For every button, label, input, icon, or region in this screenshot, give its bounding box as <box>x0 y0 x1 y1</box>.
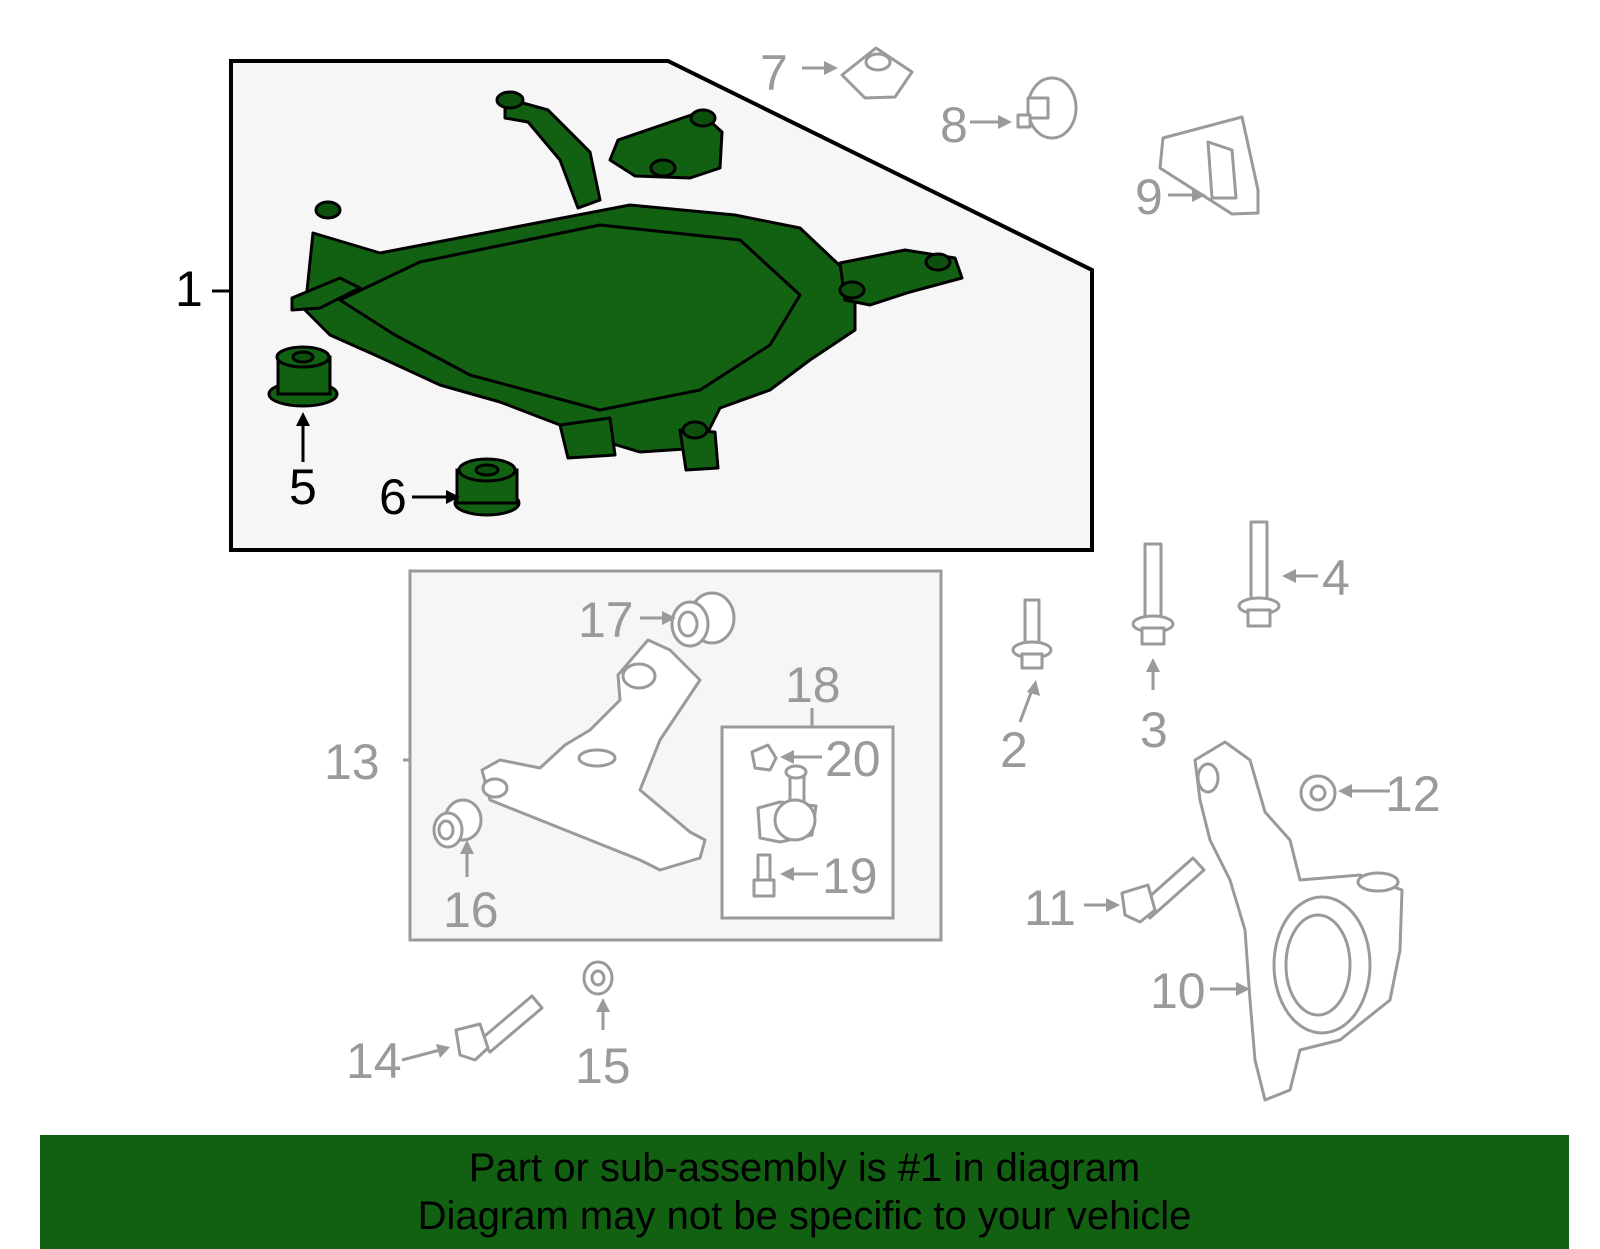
bolt-part-14[interactable] <box>454 994 544 1062</box>
nut-part-20[interactable] <box>750 743 778 772</box>
bolt-part-19[interactable] <box>752 853 776 898</box>
subframe-part[interactable] <box>290 96 964 472</box>
callout-16: 16 <box>443 882 499 938</box>
bracket-part-9[interactable] <box>1158 115 1260 216</box>
leader-arrows-active <box>296 412 460 504</box>
bushing-part-5[interactable] <box>267 345 339 408</box>
callout-18: 18 <box>785 657 841 713</box>
callout-10: 10 <box>1150 963 1206 1019</box>
callout-7: 7 <box>760 45 788 101</box>
callout-14: 14 <box>346 1033 402 1089</box>
callout-19: 19 <box>822 848 878 904</box>
banner-line-1: Part or sub-assembly is #1 in diagram <box>468 1146 1141 1190</box>
leader-lines-inactive <box>401 66 1390 1062</box>
callout-15: 15 <box>575 1038 631 1094</box>
ball-joint-part[interactable] <box>756 764 818 844</box>
control-arm-part-13[interactable] <box>480 638 707 872</box>
bushing-part-16[interactable] <box>432 798 483 849</box>
callout-13: 13 <box>324 734 380 790</box>
callout-6: 6 <box>379 469 407 525</box>
leader-lines-active <box>212 289 450 499</box>
callout-1: 1 <box>175 261 203 317</box>
callout-3: 3 <box>1140 702 1168 758</box>
banner-line-2: Diagram may not be specific to your vehi… <box>417 1194 1192 1238</box>
callout-5: 5 <box>289 459 317 515</box>
bushing-part-8[interactable] <box>1016 76 1078 140</box>
bolt-part-11[interactable] <box>1120 856 1206 924</box>
bolt-part-2[interactable] <box>1011 598 1053 670</box>
callout-17: 17 <box>578 592 634 648</box>
knuckle-part-10[interactable] <box>1193 740 1404 1102</box>
bushing-part-6[interactable] <box>453 457 521 517</box>
bolt-part-3[interactable] <box>1131 542 1175 646</box>
nut-part-12[interactable] <box>1299 774 1337 812</box>
callout-2: 2 <box>1000 722 1028 778</box>
leader-arrows-inactive <box>436 61 1352 1058</box>
callout-8: 8 <box>940 97 968 153</box>
info-banner: Part or sub-assembly is #1 in diagram Di… <box>40 1135 1569 1249</box>
mount-part-7[interactable] <box>840 46 914 100</box>
bushing-part-17[interactable] <box>670 591 736 648</box>
callout-9: 9 <box>1135 169 1163 225</box>
subframe-mount-holes <box>314 90 952 440</box>
callout-20: 20 <box>825 731 881 787</box>
callout-11: 11 <box>1024 880 1076 936</box>
nut-part-15[interactable] <box>582 960 614 996</box>
callout-12: 12 <box>1385 766 1441 822</box>
callout-4: 4 <box>1322 550 1350 606</box>
bolt-part-4[interactable] <box>1237 520 1281 628</box>
